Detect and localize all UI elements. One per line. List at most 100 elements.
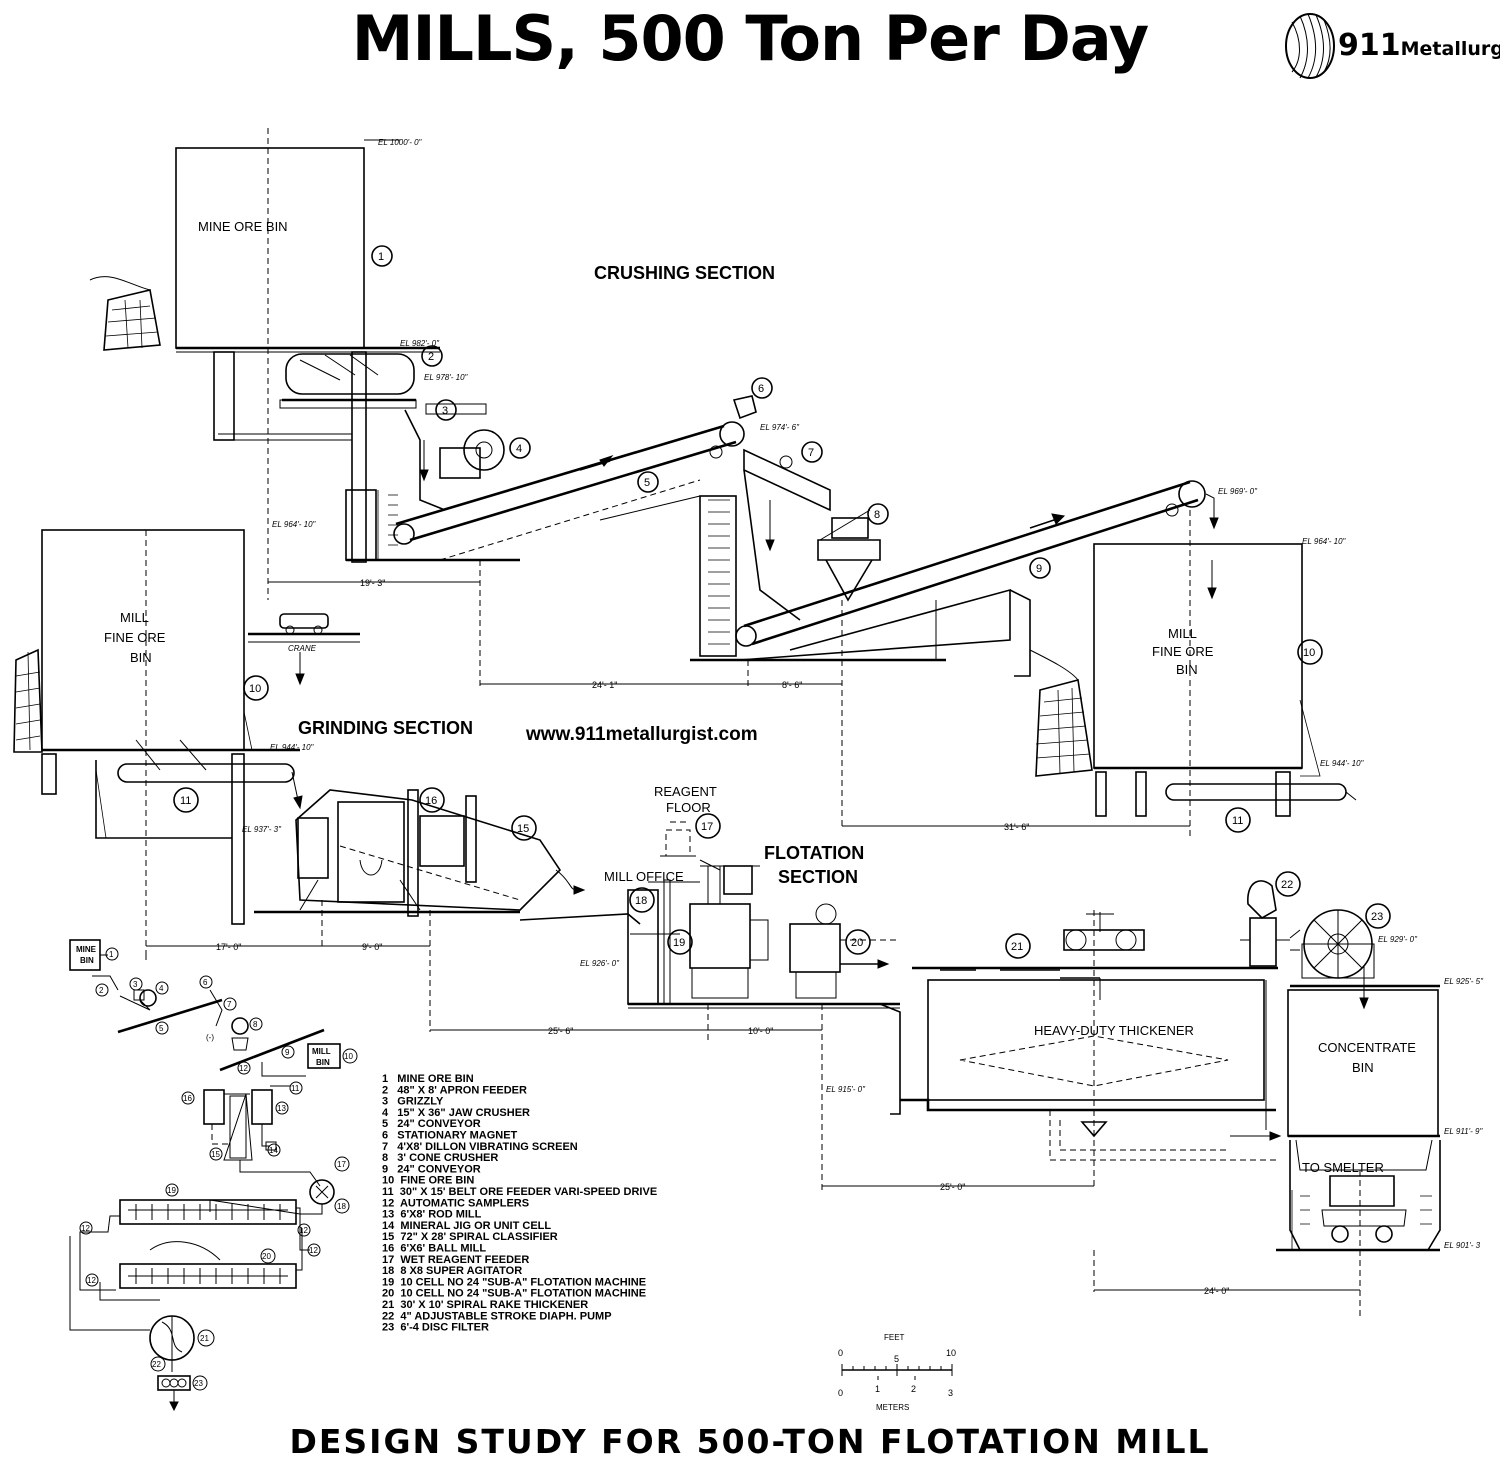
scale-meter-tick-3: 3 bbox=[948, 1388, 953, 1398]
scale-meter-tick-2: 2 bbox=[911, 1384, 916, 1394]
mini-flowsheet bbox=[69, 939, 341, 1412]
flotation-machine-19 bbox=[689, 865, 769, 999]
mini-callout-10: 10 bbox=[344, 1052, 353, 1061]
callout-8: 8 bbox=[874, 509, 880, 521]
cone-crusher bbox=[817, 509, 881, 602]
scale-meter-tick-0: 0 bbox=[838, 1388, 843, 1398]
mini-callout-18: 18 bbox=[337, 1202, 346, 1211]
mini-callout-21: 21 bbox=[200, 1334, 209, 1343]
scale-meters-label: METERS bbox=[876, 1403, 909, 1412]
concentrate-label-2: BIN bbox=[1352, 1060, 1374, 1075]
legend-item: 9 24" CONVEYOR bbox=[382, 1163, 481, 1175]
crane-label: CRANE bbox=[288, 644, 317, 653]
el-915: EL 915'- 0" bbox=[826, 1085, 866, 1094]
callout-3: 3 bbox=[442, 405, 448, 417]
el-925: EL 925'- 5" bbox=[1444, 977, 1484, 986]
mini-callout-13: 13 bbox=[277, 1104, 286, 1113]
concentrate-label-1: CONCENTRATE bbox=[1318, 1040, 1416, 1055]
legend-item: 6 STATIONARY MAGNET bbox=[382, 1130, 518, 1142]
mini-callout-1: 1 bbox=[109, 950, 114, 959]
equipment-callouts: 1 2 3 4 5 6 7 8 9 10 10 11 11 15 16 17 1… bbox=[173, 245, 1391, 959]
mini-callout-2: 2 bbox=[99, 986, 104, 995]
flotation-section-label-1: FLOTATION bbox=[764, 843, 864, 863]
callout-20: 20 bbox=[851, 937, 863, 949]
dim-31-6: 31'- 6" bbox=[1004, 822, 1029, 832]
mill-fine-ore-bin-right bbox=[1093, 510, 1357, 840]
mill-office-label: MILL OFFICE bbox=[604, 869, 684, 884]
legend-item: 14 MINERAL JIG OR UNIT CELL bbox=[382, 1220, 551, 1232]
el-944-right: EL 944'- 10" bbox=[1320, 759, 1365, 768]
thickener-label: HEAVY-DUTY THICKENER bbox=[1034, 1023, 1194, 1038]
crushing-section-label: CRUSHING SECTION bbox=[594, 263, 775, 283]
conveyor-9 bbox=[690, 480, 1219, 677]
callout-19: 19 bbox=[673, 937, 685, 949]
mini-callout-12b: 12 bbox=[81, 1224, 90, 1233]
brand-name: Metallurgist bbox=[1400, 38, 1500, 60]
el-911: EL 911'- 9" bbox=[1444, 1127, 1483, 1136]
el-901: EL 901'- 3 bbox=[1444, 1241, 1481, 1250]
vibrating-screen bbox=[732, 395, 831, 621]
brand-logo: 911Metallurgist bbox=[1282, 10, 1500, 80]
mini-callout-17: 17 bbox=[337, 1160, 346, 1169]
callout-23: 23 bbox=[1371, 911, 1383, 923]
mini-mill-label-1: MILL bbox=[312, 1047, 331, 1056]
rock-wall-right bbox=[1029, 649, 1093, 777]
callout-4: 4 bbox=[516, 443, 522, 455]
legend-item: 15 72" X 28' SPIRAL CLASSIFIER bbox=[382, 1231, 558, 1243]
dim-8-6: 8'- 6" bbox=[782, 680, 802, 690]
dim-24-1: 24'- 1" bbox=[592, 680, 617, 690]
callout-7: 7 bbox=[808, 447, 814, 459]
dim-25-6: 25'- 6" bbox=[548, 1026, 573, 1036]
callout-21: 21 bbox=[1011, 941, 1023, 953]
jaw-crusher bbox=[404, 403, 505, 511]
scale-feet-tick-10: 10 bbox=[946, 1348, 956, 1358]
page-title: MILLS, 500 Ton Per Day bbox=[351, 2, 1149, 75]
el-974: EL 974'- 6" bbox=[760, 423, 800, 432]
scale-feet-label: FEET bbox=[884, 1333, 905, 1342]
mini-callout-12c: 12 bbox=[87, 1276, 96, 1285]
mill-fine-left-label-3: BIN bbox=[130, 650, 152, 665]
callout-2: 2 bbox=[428, 351, 434, 363]
mini-callout-12d: 12 bbox=[309, 1246, 318, 1255]
mill-fine-right-label-2: FINE ORE bbox=[1152, 644, 1214, 659]
mini-callout-9: 9 bbox=[285, 1048, 290, 1057]
reagent-label-2: FLOOR bbox=[666, 800, 711, 815]
mini-callout-4: 4 bbox=[159, 984, 164, 993]
dim-25-0: 25'- 0" bbox=[940, 1182, 965, 1192]
legend-item: 2 48" X 8' APRON FEEDER bbox=[382, 1084, 527, 1096]
dim-17-0: 17'- 0" bbox=[216, 942, 241, 952]
el-929: EL 929'- 0" bbox=[1378, 935, 1418, 944]
brand-number: 911 bbox=[1338, 28, 1401, 63]
legend-item: 16 6'X6' BALL MILL bbox=[382, 1243, 486, 1255]
apron-feeder bbox=[279, 353, 417, 409]
mill-fine-left-label-1: MILL bbox=[120, 610, 149, 625]
legend-item: 17 WET REAGENT FEEDER bbox=[382, 1254, 529, 1266]
mini-callout-19: 19 bbox=[167, 1186, 176, 1195]
dim-9-0: 9'- 0" bbox=[362, 942, 382, 952]
diaphragm-pump bbox=[1240, 880, 1290, 967]
mini-callout-12a: 12 bbox=[239, 1064, 248, 1073]
mini-mine-label-2: BIN bbox=[80, 956, 94, 965]
dim-10-0: 10'- 0" bbox=[748, 1026, 773, 1036]
website-label: www.911metallurgist.com bbox=[525, 724, 758, 745]
crane bbox=[248, 613, 360, 686]
mill-fine-right-label-3: BIN bbox=[1176, 662, 1198, 677]
legend-item: 21 30' X 10' SPIRAL RAKE THICKENER bbox=[382, 1299, 588, 1311]
mini-callout-22: 22 bbox=[152, 1360, 161, 1369]
mini-callout-20: 20 bbox=[262, 1252, 271, 1261]
legend-item: 8 3' CONE CRUSHER bbox=[382, 1152, 498, 1164]
footer-title: DESIGN STUDY FOR 500-TON FLOTATION MILL bbox=[289, 1422, 1211, 1461]
el-964-right: EL 964'- 10" bbox=[1302, 537, 1347, 546]
concentrate-bin bbox=[1230, 989, 1441, 1320]
mini-callout-15: 15 bbox=[211, 1150, 220, 1159]
mini-callout-6: 6 bbox=[203, 978, 208, 987]
scale-meter-tick-1: 1 bbox=[875, 1384, 880, 1394]
callout-17: 17 bbox=[701, 821, 713, 833]
ball-mill bbox=[254, 789, 586, 917]
dimension-guides bbox=[145, 560, 1361, 1320]
mini-callout-23: 23 bbox=[194, 1379, 203, 1388]
callout-10b: 10 bbox=[1303, 647, 1315, 659]
